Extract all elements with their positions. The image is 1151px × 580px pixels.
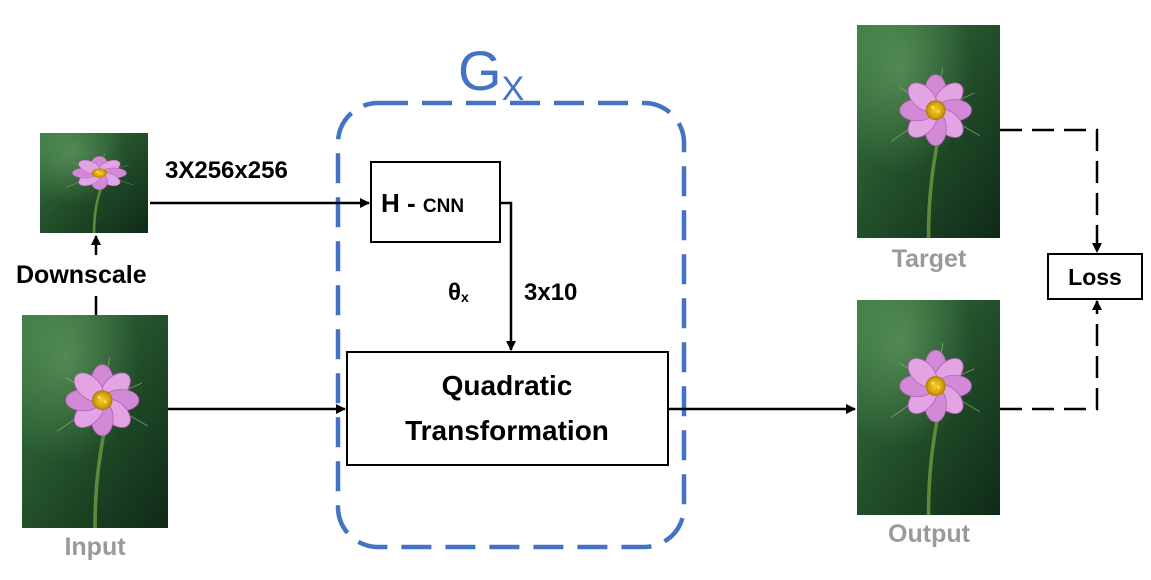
loss-label: Loss xyxy=(1068,264,1122,290)
gx-group-border xyxy=(335,100,687,550)
theta-label: θx xyxy=(448,279,469,306)
gx-subscript: X xyxy=(502,70,525,108)
quadratic-transformation-box xyxy=(346,351,669,466)
param-size-label: 3x10 xyxy=(524,279,577,306)
output-caption: Output xyxy=(888,520,971,548)
output-to-loss-arrow xyxy=(1000,300,1102,411)
output-image xyxy=(857,300,1000,515)
quadratic-label-line2: Transformation xyxy=(405,415,609,446)
size-label: 3X256x256 xyxy=(165,157,288,184)
theta-arrow xyxy=(500,201,516,351)
target-to-loss-arrow xyxy=(1000,128,1102,253)
downscale-label: Downscale xyxy=(16,261,147,289)
target-image xyxy=(857,25,1000,238)
input-image xyxy=(22,315,168,528)
loss-box xyxy=(1047,253,1143,300)
gx-title: GX xyxy=(458,39,524,108)
gx-symbol: G xyxy=(458,39,502,102)
input-caption: Input xyxy=(64,533,126,561)
target-caption: Target xyxy=(892,245,967,273)
hcnn-label: H - CNN xyxy=(381,188,464,218)
quadratic-label-line1: Quadratic xyxy=(442,370,573,401)
downscaled-image xyxy=(40,133,148,233)
